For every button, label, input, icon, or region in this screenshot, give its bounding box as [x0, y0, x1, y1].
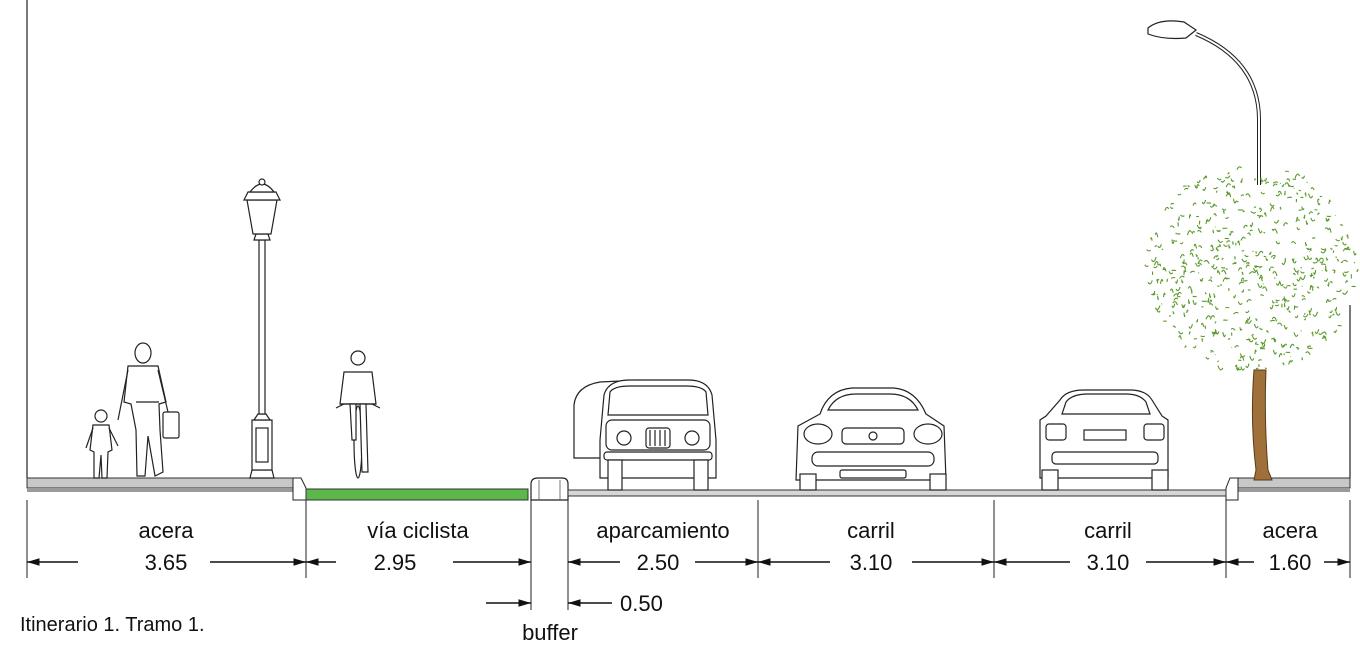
segment-5-label: carril [1084, 518, 1132, 543]
left-street-lamp-icon [243, 178, 281, 479]
segment-4-width: 3.10 [850, 550, 893, 575]
left-curb [292, 477, 307, 501]
cyclist-icon [335, 350, 381, 479]
segment-6-label: acera [1262, 518, 1318, 543]
segment-4-label: carril [847, 518, 895, 543]
right-street-lamp-icon [1147, 20, 1261, 185]
child-pedestrian-icon [85, 409, 119, 479]
segment-1-label: acera [138, 518, 194, 543]
right-sidewalk-base [1238, 488, 1350, 492]
segment-2-label: vía ciclista [367, 518, 469, 543]
bike-lane [305, 488, 529, 501]
segment-3-label: aparcamiento [596, 518, 729, 543]
car-rear-icon [1039, 389, 1169, 491]
segment-6-width: 1.60 [1269, 550, 1312, 575]
dimension-arrows [27, 558, 1350, 607]
left-sidewalk [26, 477, 294, 489]
tree-foliage [1144, 166, 1359, 371]
right-curb [1225, 477, 1239, 501]
segment-1-width: 3.65 [145, 550, 188, 575]
buffer-width: 0.50 [620, 591, 663, 616]
segment-3-width: 2.50 [637, 550, 680, 575]
dimension-separators [26, 500, 1351, 610]
segment-2-width: 2.95 [374, 550, 417, 575]
tree-icon [1144, 166, 1359, 481]
buffer-label: buffer [522, 620, 578, 645]
parked-car-icon [573, 379, 717, 491]
drawing-caption: Itinerario 1. Tramo 1. [20, 614, 205, 636]
segment-5-width: 3.10 [1087, 550, 1130, 575]
buffer-separator [530, 477, 569, 501]
left-sidewalk-base [27, 488, 293, 492]
road-surface [567, 489, 1227, 497]
adult-pedestrian-icon [117, 342, 180, 477]
car-front-icon [795, 387, 947, 491]
